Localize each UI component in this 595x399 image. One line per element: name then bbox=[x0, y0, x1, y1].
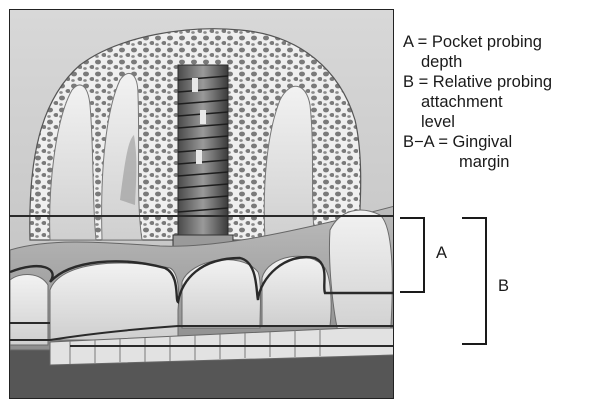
bracket-b-label: B bbox=[498, 277, 509, 296]
bracket-a bbox=[400, 218, 424, 292]
bracket-b bbox=[462, 218, 486, 344]
bracket-a-label: A bbox=[436, 244, 447, 263]
